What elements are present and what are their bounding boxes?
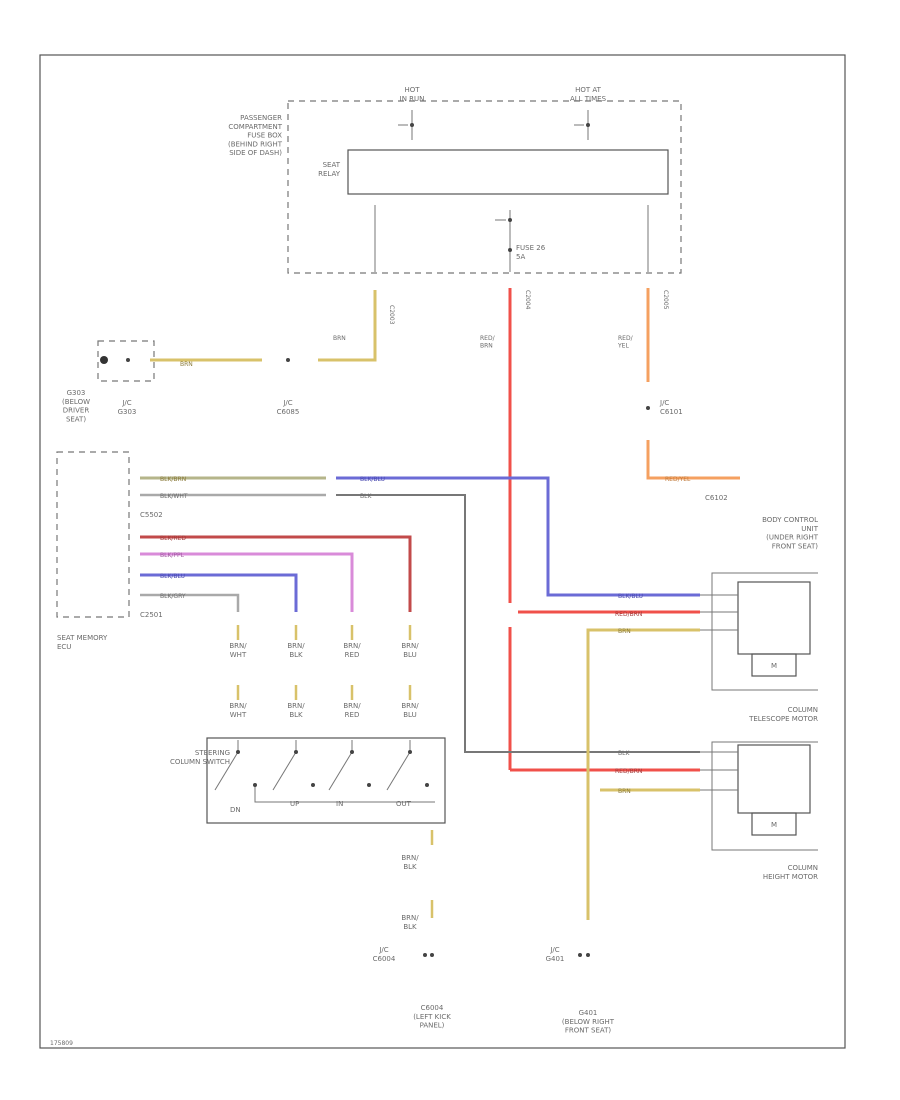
steering-column-switch-box: [206, 737, 446, 824]
switch-contacts: [214, 740, 435, 803]
diagram-border: [39, 54, 846, 1049]
wire-blk-ppl: [140, 552, 354, 612]
wire-label-blk-brn: BLK/BRN: [160, 476, 186, 483]
wire-label-blk-telescope: BLK: [618, 750, 630, 757]
seat-memory-ecu-box: [56, 451, 130, 618]
jc-c6004-dot: [423, 953, 427, 957]
wire-blk-telescope: [336, 494, 700, 753]
wire-label-red-brn-telescope: RED/BRN: [615, 768, 642, 775]
switch-dots: [236, 750, 429, 787]
label-sw-up: UP: [290, 800, 299, 808]
wire-label-brn-top: BRN: [333, 335, 346, 342]
wire-label-blk-blu: BLK/BLU: [160, 573, 185, 580]
wire-label-blk-ppl: BLK/PPL: [160, 552, 185, 559]
telescope-motor-module: [700, 741, 818, 851]
wire-label-brn-blu-1: BRN/BLU: [401, 642, 419, 659]
wire-label-brn-blu-2: BRN/BLU: [401, 702, 419, 719]
seat-relay-block: [347, 149, 669, 195]
wire-label-brn-red-1: BRN/RED: [343, 642, 361, 659]
wire-label-red-yel-h: RED/YEL: [665, 476, 691, 483]
wire-blk-blu: [140, 573, 298, 612]
wire-label-brn-g303: BRN: [180, 361, 193, 368]
label-sw-dn: DN: [230, 806, 241, 814]
wire-blu-bcu: [336, 476, 700, 597]
label-c5502: C5502: [140, 511, 163, 519]
label-telescope-m: M: [771, 821, 777, 829]
wire-label-brn-blk-3: BRN/BLK: [401, 854, 419, 871]
wire-label-brn-blk-1: BRN/BLK: [287, 642, 305, 659]
wire-label-blk-gry: BLK/GRY: [160, 593, 186, 600]
footer-code: 175809: [50, 1040, 73, 1047]
brn-stubs: [236, 625, 412, 700]
label-sw-out: OUT: [396, 800, 412, 808]
wire-label-blk-blu-top: BLK/BLU: [360, 476, 385, 483]
fuse-box-outline: [287, 100, 682, 274]
wire-brn-g303: [318, 290, 377, 362]
wire-label-red-brn: RED/BRN: [480, 335, 496, 350]
jc-c6004-dot2: [430, 953, 434, 957]
wire-red-yel-bottom: [646, 440, 740, 480]
label-sw-in: IN: [336, 800, 343, 808]
wire-label-blk-red: BLK/RED: [160, 535, 186, 542]
wire-blk-gry: [140, 593, 240, 612]
wire-label-brn-red-2: BRN/RED: [343, 702, 361, 719]
fuse-26: [495, 210, 512, 272]
wire-label-red-yel: RED/YEL: [617, 335, 634, 350]
wire-brn-bcu: [586, 628, 700, 920]
wire-label-brn-height: BRN: [618, 788, 631, 795]
hot-run-terminal: [398, 110, 414, 140]
wire-label-brn-wht-2: BRN/WHT: [229, 702, 247, 719]
ground-g303: [97, 340, 155, 382]
label-c2005: C2005: [662, 290, 669, 310]
wire-label-blk: BLK: [360, 493, 372, 500]
jc-g303-dot: [286, 358, 290, 362]
wire-label-brn-blk-2: BRN/BLK: [287, 702, 305, 719]
wire-label-blk-wht: BLK/WHT: [160, 493, 188, 500]
wire-label-blu-bcu: BLK/BLU: [618, 593, 643, 600]
label-bcu-m: M: [771, 662, 777, 670]
bcu-module: [700, 572, 818, 691]
wire-blk-red: [140, 535, 412, 612]
wire-label-brn-wht-1: BRN/WHT: [229, 642, 247, 659]
hot-all-times-terminal: [574, 110, 590, 140]
wire-label-red-brn-bcu: RED/BRN: [615, 611, 642, 618]
label-c2003: C2003: [388, 305, 395, 325]
label-c6102: C6102: [705, 494, 728, 502]
label-c2501: C2501: [140, 611, 163, 619]
jc-c6101-dot: [646, 406, 650, 410]
jc-g401-dot: [578, 953, 582, 957]
label-c2004: C2004: [524, 290, 531, 310]
wire-label-brn-bcu: BRN: [618, 628, 631, 635]
wire-label-brn-blk-4: BRN/BLK: [401, 914, 419, 931]
jc-g401-dot2: [586, 953, 590, 957]
